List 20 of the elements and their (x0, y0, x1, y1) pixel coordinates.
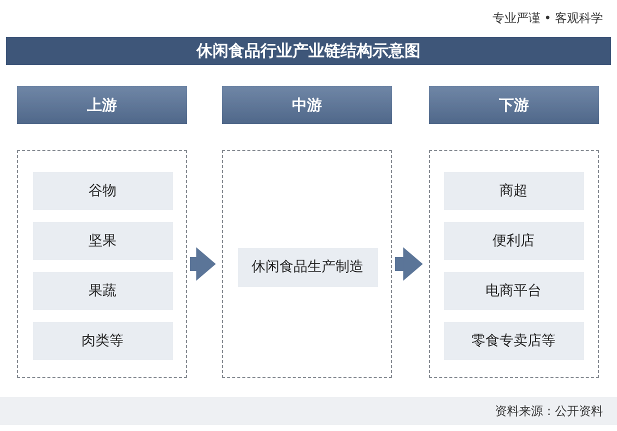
slogan-text: 专业严谨 • 客观科学 (492, 10, 603, 26)
stage-header: 上游 (17, 86, 187, 124)
item-box: 零食专卖店等 (444, 322, 584, 360)
title-bar: 休闲食品行业产业链结构示意图 (6, 37, 611, 65)
item-box: 电商平台 (444, 272, 584, 310)
source-note: 资料来源：公开资料 (495, 402, 603, 420)
item-box: 坚果 (32, 222, 172, 260)
stage-group-box (429, 150, 599, 378)
stage-header: 下游 (429, 86, 599, 124)
stage-header: 中游 (222, 86, 392, 124)
block-arrow (395, 247, 423, 281)
item-box: 谷物 (32, 172, 172, 210)
item-box: 便利店 (444, 222, 584, 260)
item-box: 休闲食品生产制造 (238, 248, 378, 286)
item-box: 肉类等 (32, 322, 172, 360)
stage-group-box (17, 150, 187, 378)
block-arrow (190, 247, 216, 281)
item-box: 商超 (444, 172, 584, 210)
stage-group-box (222, 150, 392, 378)
item-box: 果蔬 (32, 272, 172, 310)
